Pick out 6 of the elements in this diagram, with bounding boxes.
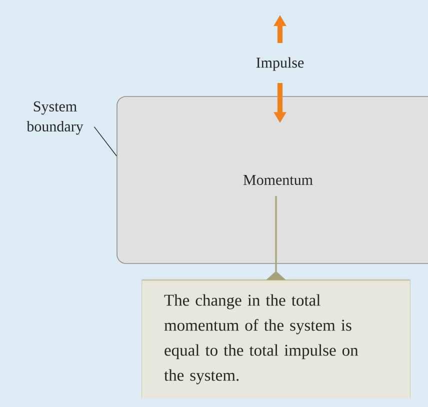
leader-line: [94, 126, 117, 156]
callout-box: The change in the total momentum of the system is equal to the total impulse on the system.: [142, 271, 410, 399]
system-box: Momentum: [116, 96, 428, 264]
leader-line: [275, 196, 277, 272]
text-label: System boundary: [26, 101, 84, 135]
text-label: Impulse: [256, 57, 304, 71]
